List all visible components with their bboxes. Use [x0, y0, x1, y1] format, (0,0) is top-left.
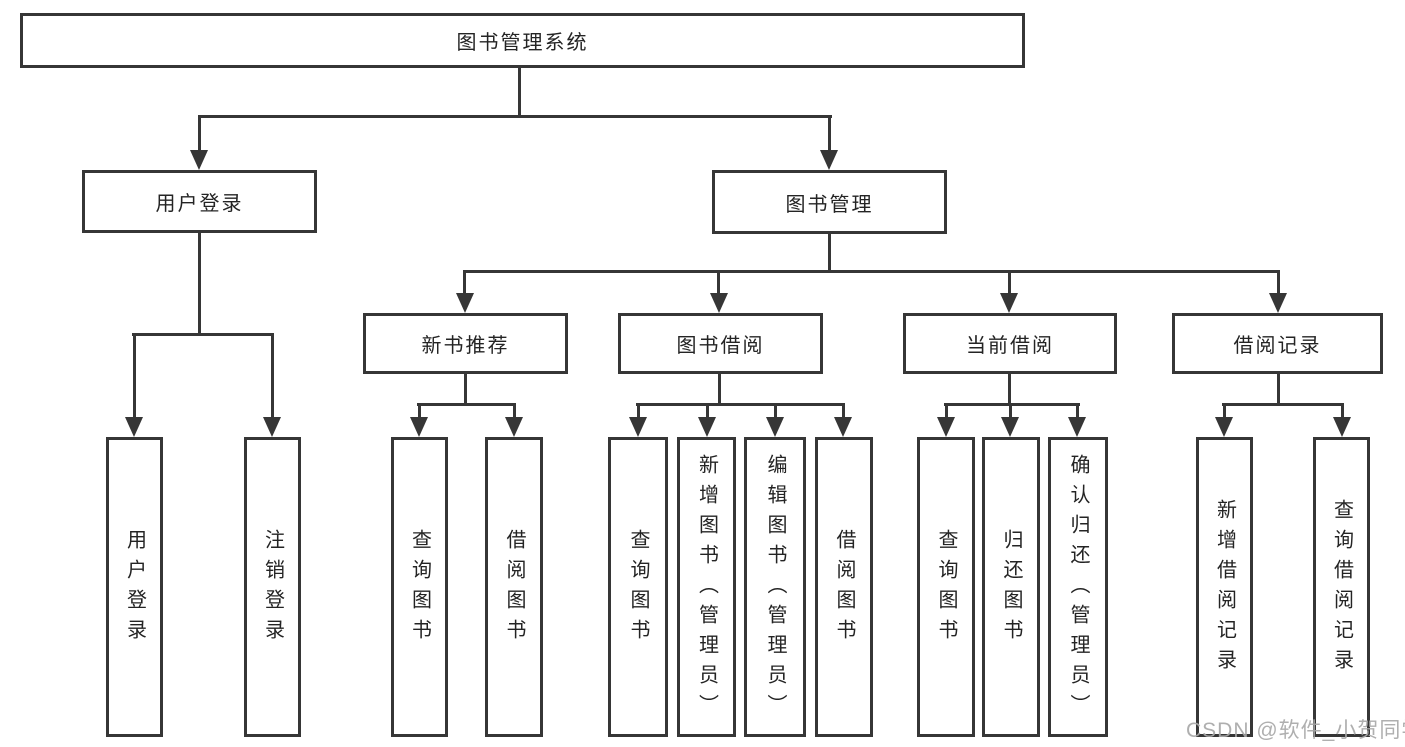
connector-root-stub: [518, 68, 521, 118]
arrow-down-icon: [1215, 417, 1233, 437]
leaf-current-confirm-return: 确认归还（管理员）: [1048, 437, 1108, 737]
leaf-borrow-query-book: 查询图书: [608, 437, 668, 737]
connector-recommend-rail: [417, 403, 516, 406]
connector-book-borrow-rail: [636, 403, 845, 406]
arrow-down-icon: [766, 417, 784, 437]
leaf-borrow-edit-book: 编辑图书（管理员）: [744, 437, 806, 737]
connector-leaf-shaft: [774, 406, 777, 421]
connector-leaf-shaft: [1341, 406, 1344, 421]
arrow-down-icon: [820, 150, 838, 170]
node-current-borrow: 当前借阅: [903, 313, 1117, 374]
arrow-down-icon: [1269, 293, 1287, 313]
connector-leaf-shaft: [1076, 406, 1079, 421]
connector-leaf-shaft: [842, 406, 845, 421]
node-borrow-record: 借阅记录: [1172, 313, 1383, 374]
connector-borrow-record-shaft: [1277, 273, 1280, 297]
node-new-book-recommend: 新书推荐: [363, 313, 568, 374]
connector-leaf-shaft: [1223, 406, 1226, 421]
leaf-recommend-borrow-book: 借阅图书: [485, 437, 543, 737]
node-root: 图书管理系统: [20, 13, 1025, 68]
connector-leaf-shaft: [637, 406, 640, 421]
node-book-management: 图书管理: [712, 170, 947, 234]
arrow-down-icon: [629, 417, 647, 437]
connector-book-management-stub: [828, 234, 831, 273]
connector-borrow-record-rail: [1222, 403, 1344, 406]
arrow-down-icon: [1001, 417, 1019, 437]
arrow-down-icon: [263, 417, 281, 437]
connector-logout-shaft: [271, 336, 274, 420]
connector-leaf-shaft: [945, 406, 948, 421]
node-user-login: 用户登录: [82, 170, 317, 233]
leaf-login: 用户登录: [106, 437, 163, 737]
connector-user-login-shaft: [198, 115, 201, 155]
connector-leaf-shaft: [418, 406, 421, 421]
connector-current-borrow-stub: [1008, 374, 1011, 406]
leaf-borrow-add-book: 新增图书（管理员）: [677, 437, 736, 737]
connector-leaf-shaft: [706, 406, 709, 421]
arrow-down-icon: [125, 417, 143, 437]
arrow-down-icon: [190, 150, 208, 170]
connector-user-login-rail: [132, 333, 274, 336]
connector-level3-rail: [463, 270, 1280, 273]
arrow-down-icon: [834, 417, 852, 437]
connector-current-borrow-shaft: [1008, 273, 1011, 297]
arrow-down-icon: [1333, 417, 1351, 437]
arrow-down-icon: [505, 417, 523, 437]
arrow-down-icon: [410, 417, 428, 437]
connector-login-shaft: [133, 336, 136, 420]
connector-current-borrow-rail: [944, 403, 1080, 406]
leaf-borrow-borrow-book: 借阅图书: [815, 437, 873, 737]
connector-book-borrow-stub: [718, 374, 721, 406]
connector-leaf-shaft: [1009, 406, 1012, 421]
connector-new-book-shaft: [463, 273, 466, 297]
arrow-down-icon: [937, 417, 955, 437]
connector-borrow-record-stub: [1277, 374, 1280, 406]
leaf-recommend-query-book: 查询图书: [391, 437, 448, 737]
connector-leaf-shaft: [513, 406, 516, 421]
connector-level2-rail: [198, 115, 832, 118]
watermark-text: CSDN @软件_小贺同学: [1186, 719, 1405, 742]
arrow-down-icon: [698, 417, 716, 437]
leaf-current-return-book: 归还图书: [982, 437, 1040, 737]
connector-user-login-stub: [198, 233, 201, 336]
leaf-record-add: 新增借阅记录: [1196, 437, 1253, 737]
arrow-down-icon: [1000, 293, 1018, 313]
leaf-record-query: 查询借阅记录: [1313, 437, 1370, 737]
arrow-down-icon: [456, 293, 474, 313]
leaf-logout: 注销登录: [244, 437, 301, 737]
arrow-down-icon: [710, 293, 728, 313]
connector-recommend-stub: [464, 374, 467, 406]
arrow-down-icon: [1068, 417, 1086, 437]
connector-book-management-shaft: [828, 115, 831, 155]
connector-book-borrow-shaft: [717, 273, 720, 297]
leaf-current-query-book: 查询图书: [917, 437, 975, 737]
node-book-borrow: 图书借阅: [618, 313, 823, 374]
